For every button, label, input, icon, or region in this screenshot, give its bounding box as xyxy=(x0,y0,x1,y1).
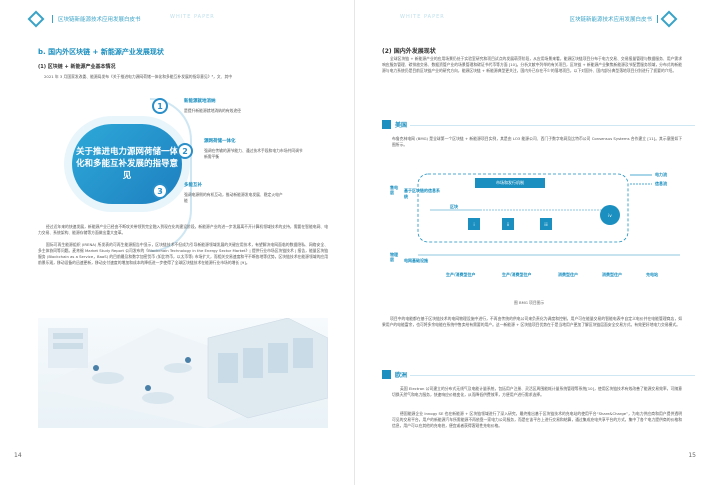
diagram-side-top: 售电层 xyxy=(390,185,398,195)
header-separator xyxy=(52,15,53,23)
bmg-paragraph: 项目中的电能都在基于区块链技术的电网物理设施中进行，不再由传统的供电公司来负责化… xyxy=(382,316,682,327)
diagram-grid: 电网基础设施 xyxy=(404,258,428,263)
europe-flag-icon xyxy=(382,370,391,379)
subsection-title: (1) 区块链 + 新能源产业基本情况 xyxy=(38,64,116,70)
item-desc-2: 强调在传输的源节能力、通过技术手段和电力市场共同调节新需平衡 xyxy=(204,148,303,159)
diagram-info-flow: 信息流 xyxy=(655,181,667,186)
diagram-market: 市场和发行机制 xyxy=(475,178,545,188)
ghost-watermark-right: WHITE PAPER xyxy=(400,14,445,20)
page-number-left: 14 xyxy=(14,452,22,459)
bmg-diagram-lines xyxy=(417,173,680,256)
item-number-1: 1 xyxy=(152,98,168,114)
left-page: 区块链新能源技术应用发展白皮书 WHITE PAPER b. 国内外区块链 + … xyxy=(14,10,329,459)
europe-heading: 欧洲 xyxy=(382,370,407,379)
ghost-watermark: WHITE PAPER xyxy=(170,14,215,20)
diagram-prosumer-2: 生产/消费型住户 xyxy=(502,272,532,277)
item-desc-1: 是提升新能源就地消纳的有效途径 xyxy=(184,108,241,113)
city-illustration xyxy=(38,317,329,428)
diagram-prosumer-1: 生产/消费型住户 xyxy=(446,272,476,277)
logo-icon-right xyxy=(660,10,678,28)
isometric-scene-image xyxy=(38,317,329,428)
right-intro-paragraph: 全球区块链 + 新能源产业的应用场景仍处于实验室研究和项目试点的发展萌芽阶段，从… xyxy=(382,56,682,73)
diagram-consumer-2: 消费型住户 xyxy=(602,272,622,277)
diagram-side-bottom: 物理层 xyxy=(390,252,398,262)
logo-icon xyxy=(27,10,45,28)
diagram-node-iii: iii xyxy=(540,218,552,230)
right-page: WHITE PAPER 区块链新能源技术应用发展白皮书 15 xyxy=(355,0,710,485)
intro-paragraph: 2021 年 3 月国家发改委、能源局发布《关于推进电力源网荷储一体化和多能互补… xyxy=(44,74,233,79)
diagram-node-iv: iv xyxy=(608,212,612,218)
item-desc-3: 强调电源侧的有机互动，推动新能源发电发展、稳定火电产能 xyxy=(184,192,283,203)
usa-rule xyxy=(410,125,695,126)
header-doc-title: 区块链新能源技术应用发展白皮书 xyxy=(58,17,141,23)
item-title-3: 多能互补 xyxy=(184,183,202,188)
diagram-node-ii: ii xyxy=(502,218,514,230)
subsection-title-2: (2) 国内外发展现状 xyxy=(382,48,436,55)
item-number-3: 3 xyxy=(152,183,168,199)
right-header: 区块链新能源技术应用发展白皮书 xyxy=(569,10,680,28)
section-title: b. 国内外区块链 + 新能源产业发展现状 xyxy=(38,48,164,56)
diagram-info-system: 基于区块链的信息系统 xyxy=(404,188,440,199)
innogy-paragraph: 德国能源企业 Innogy SE 也在新能源 + 区块链领域进行了深入研究，最终… xyxy=(392,411,682,428)
europe-label: 欧洲 xyxy=(395,372,408,379)
diagram-block-label: 区块 xyxy=(450,204,458,209)
diagram-ev-station: 充电站 xyxy=(646,272,658,277)
usa-heading: 美国 xyxy=(382,120,407,129)
bmg-diagram: 售电层 物理层 基于区块链的信息系统 市场和发行机制 区块 i ii iii i… xyxy=(390,160,685,290)
usa-label: 美国 xyxy=(395,122,408,129)
header-separator-right xyxy=(657,15,658,23)
electron-paragraph: 英国 Electron 公司建立的分布式无线气及电能计量系统，包括用户注册、灵活… xyxy=(392,386,682,397)
header-doc-title-right: 区块链新能源技术应用发展白皮书 xyxy=(569,17,652,23)
item-title-1: 新能源就地消纳 xyxy=(184,99,216,104)
item-title-2: 源网荷储一体化 xyxy=(204,139,236,144)
diagram-power-flow: 电力流 xyxy=(655,172,667,177)
body-paragraph-1: 经过近年来的快速发展，新能源产业已经由不断攻关带领到完全融入到现在化的建设阶段，… xyxy=(38,224,328,235)
diagram-consumer-1: 消费型住户 xyxy=(558,272,578,277)
diagram-node-i: i xyxy=(468,218,480,230)
body-paragraph-2: 国际可再生能源组织 (IRENA) 所发表的可再生能源报告中显示，区块链技术不但… xyxy=(38,242,328,265)
page-divider xyxy=(354,0,355,485)
item-number-2: 2 xyxy=(177,143,193,159)
europe-rule xyxy=(410,375,695,376)
page-number-right: 15 xyxy=(688,452,696,459)
usa-paragraph: 布鲁克林电网 (BMG) 是全球第一个区块链 + 新能源项目实例，其是由 LO3… xyxy=(392,136,682,147)
usa-flag-icon xyxy=(382,120,391,129)
diagram-caption: 图 BMG 项目图示 xyxy=(514,300,545,305)
left-header: 区块链新能源技术应用发展白皮书 xyxy=(27,10,141,28)
